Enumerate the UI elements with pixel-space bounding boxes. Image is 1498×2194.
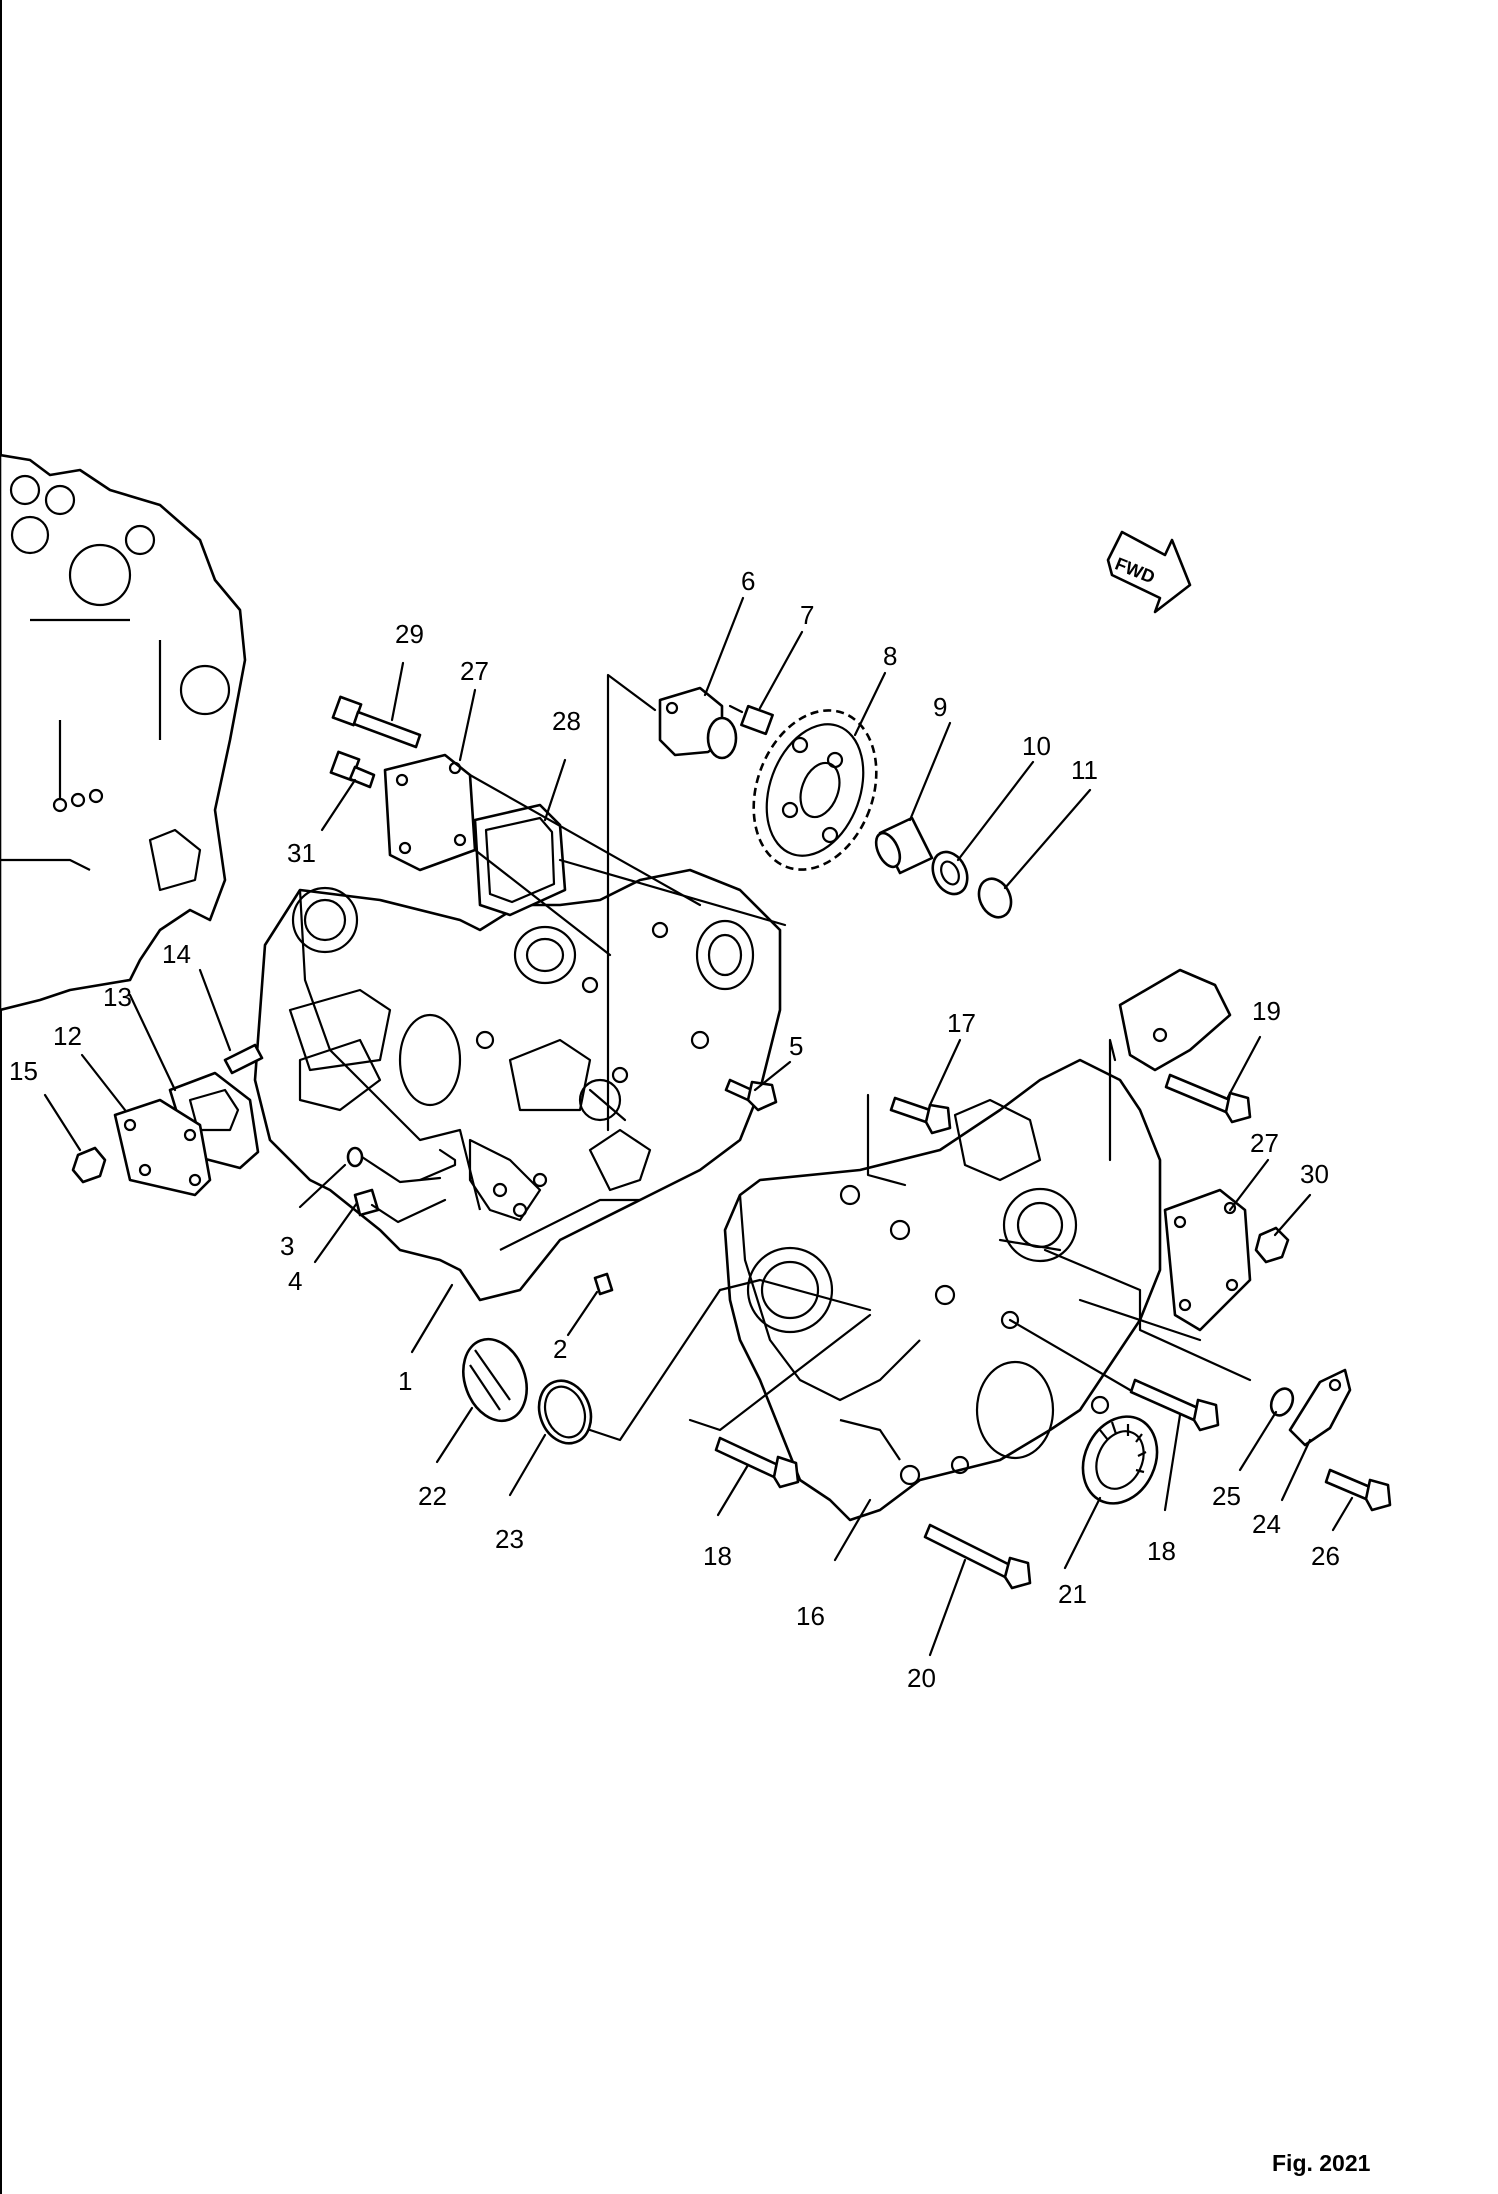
callout-26: 26 <box>1311 1541 1340 1571</box>
front-cover <box>723 1058 1162 1522</box>
callout-5: 5 <box>789 1031 803 1061</box>
callout-7: 7 <box>800 600 814 630</box>
callout-6: 6 <box>741 566 755 596</box>
callout-8: 8 <box>883 641 897 671</box>
callout-23: 23 <box>495 1524 524 1554</box>
callout-27-right: 27 <box>1250 1128 1279 1158</box>
callout-12: 12 <box>53 1021 82 1051</box>
callout-4: 4 <box>288 1266 302 1296</box>
callout-18-right: 18 <box>1147 1536 1176 1566</box>
bolt-26 <box>1324 1468 1392 1512</box>
callout-17: 17 <box>947 1008 976 1038</box>
oil-filler-cap <box>462 1337 528 1423</box>
thrust-washer <box>931 850 969 896</box>
oil-seal <box>1081 1415 1159 1505</box>
cover-24 <box>1288 1368 1352 1447</box>
callout-16: 16 <box>796 1601 825 1631</box>
o-ring-25 <box>1269 1387 1295 1417</box>
bolt-17 <box>889 1096 952 1135</box>
callout-18-left: 18 <box>703 1541 732 1571</box>
o-ring-3 <box>346 1146 364 1168</box>
callout-30: 30 <box>1300 1159 1329 1189</box>
callout-31: 31 <box>287 838 316 868</box>
callout-3: 3 <box>280 1231 294 1261</box>
callout-11: 11 <box>1071 755 1098 785</box>
fwd-arrow: FWD <box>1106 530 1192 614</box>
callout-29: 29 <box>395 619 424 649</box>
figure-label: Fig. 2021 <box>1272 2150 1371 2176</box>
callout-19: 19 <box>1252 996 1281 1026</box>
callout-27-upper: 27 <box>460 656 489 686</box>
bolt-19 <box>1164 1073 1252 1124</box>
callout-1: 1 <box>398 1366 412 1396</box>
callout-13: 13 <box>103 982 132 1012</box>
idler-gear <box>752 709 878 871</box>
stud-14 <box>223 1043 264 1075</box>
cover-plate-12 <box>113 1098 212 1197</box>
bolt-20 <box>923 1523 1032 1590</box>
callout-28: 28 <box>552 706 581 736</box>
o-ring-23 <box>537 1379 593 1445</box>
callout-25: 25 <box>1212 1481 1241 1511</box>
snap-ring <box>977 877 1013 919</box>
bushing <box>874 816 934 875</box>
nut-15 <box>71 1146 107 1184</box>
assembly-lines <box>360 673 1252 1442</box>
bolt-7 <box>728 704 774 736</box>
bolt-18-left <box>714 1436 800 1489</box>
callout-21: 21 <box>1058 1579 1087 1609</box>
boss-19 <box>1118 968 1232 1072</box>
engine-block <box>0 453 247 1012</box>
callout-labels: 1 2 3 4 5 6 7 8 9 10 11 12 13 14 15 16 1… <box>9 566 1340 1693</box>
cover-plate-27-right <box>1163 1188 1252 1332</box>
callout-10: 10 <box>1022 731 1051 761</box>
idler-shaft <box>658 686 738 760</box>
nut-30 <box>1254 1226 1290 1264</box>
cover-plate-27-upper <box>383 753 477 872</box>
bolt-31 <box>329 750 376 789</box>
leader-lines <box>43 596 1354 1657</box>
callout-9: 9 <box>933 692 947 722</box>
bolt-18-right <box>1129 1378 1220 1432</box>
gasket-28 <box>473 803 567 917</box>
callout-2: 2 <box>553 1334 567 1364</box>
callout-20: 20 <box>907 1663 936 1693</box>
callout-22: 22 <box>418 1481 447 1511</box>
plug-2 <box>593 1272 614 1296</box>
callout-14: 14 <box>162 939 191 969</box>
callout-24: 24 <box>1252 1509 1281 1539</box>
gear-housing <box>253 868 782 1302</box>
callout-15: 15 <box>9 1056 38 1086</box>
bolt-5 <box>724 1078 778 1112</box>
bolt-29 <box>331 695 422 749</box>
